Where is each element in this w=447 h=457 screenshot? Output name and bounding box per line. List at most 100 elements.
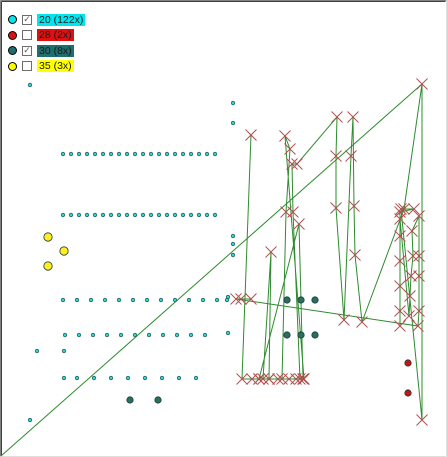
path-x-marker bbox=[284, 143, 296, 155]
series-0-point bbox=[116, 151, 122, 157]
path-x-marker bbox=[412, 320, 424, 332]
series-0-point bbox=[148, 151, 154, 157]
series-0-point bbox=[76, 212, 82, 218]
series-0-point bbox=[164, 212, 170, 218]
path-x-marker-stroke bbox=[413, 250, 425, 262]
path-x-marker bbox=[330, 150, 342, 162]
legend-checkbox-0[interactable]: ✓ bbox=[22, 14, 32, 25]
legend-label-0: 20 (122x) bbox=[37, 13, 86, 26]
series-0-point bbox=[74, 375, 80, 381]
series-0-point bbox=[188, 151, 194, 157]
series-0-point bbox=[230, 241, 236, 247]
series-0-point bbox=[68, 212, 74, 218]
connection-path bbox=[235, 83, 423, 421]
path-x-marker bbox=[356, 316, 368, 328]
series-0-point bbox=[180, 212, 186, 218]
series-0-point bbox=[84, 212, 90, 218]
series-0-point bbox=[100, 212, 106, 218]
path-x-marker-stroke bbox=[413, 305, 425, 317]
path-x-marker bbox=[395, 203, 407, 215]
path-x-marker-stroke bbox=[253, 373, 265, 385]
legend-checkbox-2[interactable]: ✓ bbox=[22, 45, 32, 56]
series-0-point bbox=[27, 82, 33, 88]
path-x-marker-stroke bbox=[297, 373, 309, 385]
path-x-marker-stroke bbox=[263, 373, 275, 385]
path-x-marker-stroke bbox=[331, 111, 343, 123]
series-0-point bbox=[61, 348, 67, 354]
series-0-point bbox=[148, 212, 154, 218]
path-x-marker-stroke bbox=[284, 143, 296, 155]
path-x-marker bbox=[298, 373, 310, 385]
legend-marker-icon-2 bbox=[8, 46, 17, 56]
path-x-marker-stroke bbox=[230, 293, 242, 305]
series-0-point bbox=[188, 332, 194, 338]
path-x-marker bbox=[235, 293, 247, 305]
legend-item-3[interactable]: 35 (3x) bbox=[8, 59, 85, 75]
series-0-point bbox=[76, 151, 82, 157]
path-x-marker bbox=[257, 373, 269, 385]
series-0-point bbox=[200, 297, 206, 303]
series-0-point bbox=[88, 297, 94, 303]
series-0-point bbox=[74, 297, 80, 303]
series-1-point bbox=[404, 359, 412, 367]
series-0-point bbox=[188, 212, 194, 218]
series-0-point bbox=[212, 212, 218, 218]
path-x-marker-stroke bbox=[236, 373, 248, 385]
series-2-point bbox=[311, 296, 319, 304]
series-0-point bbox=[225, 330, 231, 336]
path-x-marker-stroke bbox=[287, 206, 299, 218]
series-0-point bbox=[92, 212, 98, 218]
path-x-marker-stroke bbox=[394, 320, 406, 332]
path-x-marker-stroke bbox=[338, 314, 350, 326]
series-2-point bbox=[154, 396, 162, 404]
series-0-point bbox=[156, 212, 162, 218]
path-x-marker-stroke bbox=[348, 200, 360, 212]
path-x-marker-stroke bbox=[276, 373, 288, 385]
series-2-point bbox=[126, 396, 134, 404]
path-x-marker-stroke bbox=[294, 373, 306, 385]
path-x-marker bbox=[394, 320, 406, 332]
series-0-point bbox=[174, 332, 180, 338]
series-0-point bbox=[212, 151, 218, 157]
series-0-point bbox=[60, 297, 66, 303]
series-0-point bbox=[196, 212, 202, 218]
series-2-point bbox=[297, 331, 305, 339]
series-0-point bbox=[156, 151, 162, 157]
series-0-point bbox=[132, 212, 138, 218]
path-x-marker bbox=[263, 373, 275, 385]
path-x-marker bbox=[253, 373, 265, 385]
path-x-marker bbox=[245, 293, 257, 305]
series-0-point bbox=[172, 151, 178, 157]
path-x-marker bbox=[413, 305, 425, 317]
path-x-marker bbox=[416, 78, 428, 90]
path-x-marker bbox=[330, 202, 342, 214]
series-0-point bbox=[102, 297, 108, 303]
path-x-marker bbox=[347, 111, 359, 123]
path-x-marker bbox=[345, 150, 357, 162]
series-0-points bbox=[27, 82, 236, 423]
path-x-marker bbox=[416, 414, 428, 426]
path-x-marker bbox=[291, 158, 303, 170]
legend-label-1: 28 (2x) bbox=[37, 29, 74, 42]
path-x-marker bbox=[413, 210, 425, 222]
series-0-point bbox=[196, 151, 202, 157]
path-x-marker bbox=[286, 158, 298, 170]
path-x-marker bbox=[406, 225, 418, 237]
legend-label-3: 35 (3x) bbox=[37, 60, 74, 73]
connection-path-layer bbox=[235, 83, 423, 421]
path-x-marker-stroke bbox=[416, 414, 428, 426]
path-x-marker-stroke bbox=[345, 150, 357, 162]
series-2-point bbox=[311, 331, 319, 339]
series-0-point bbox=[27, 417, 33, 423]
legend-item-2[interactable]: ✓ 30 (8x) bbox=[8, 43, 85, 59]
legend-checkbox-1[interactable] bbox=[22, 30, 32, 41]
legend-checkbox-3[interactable] bbox=[22, 61, 32, 72]
legend-item-1[interactable]: 28 (2x) bbox=[8, 28, 85, 44]
path-x-marker bbox=[394, 280, 406, 292]
path-x-marker-stroke bbox=[412, 320, 424, 332]
reference-line-layer bbox=[0, 83, 423, 457]
path-x-marker bbox=[349, 249, 361, 261]
legend-marker-icon-0 bbox=[8, 15, 17, 25]
legend-item-0[interactable]: ✓ 20 (122x) bbox=[8, 12, 86, 28]
series-0-point bbox=[204, 151, 210, 157]
